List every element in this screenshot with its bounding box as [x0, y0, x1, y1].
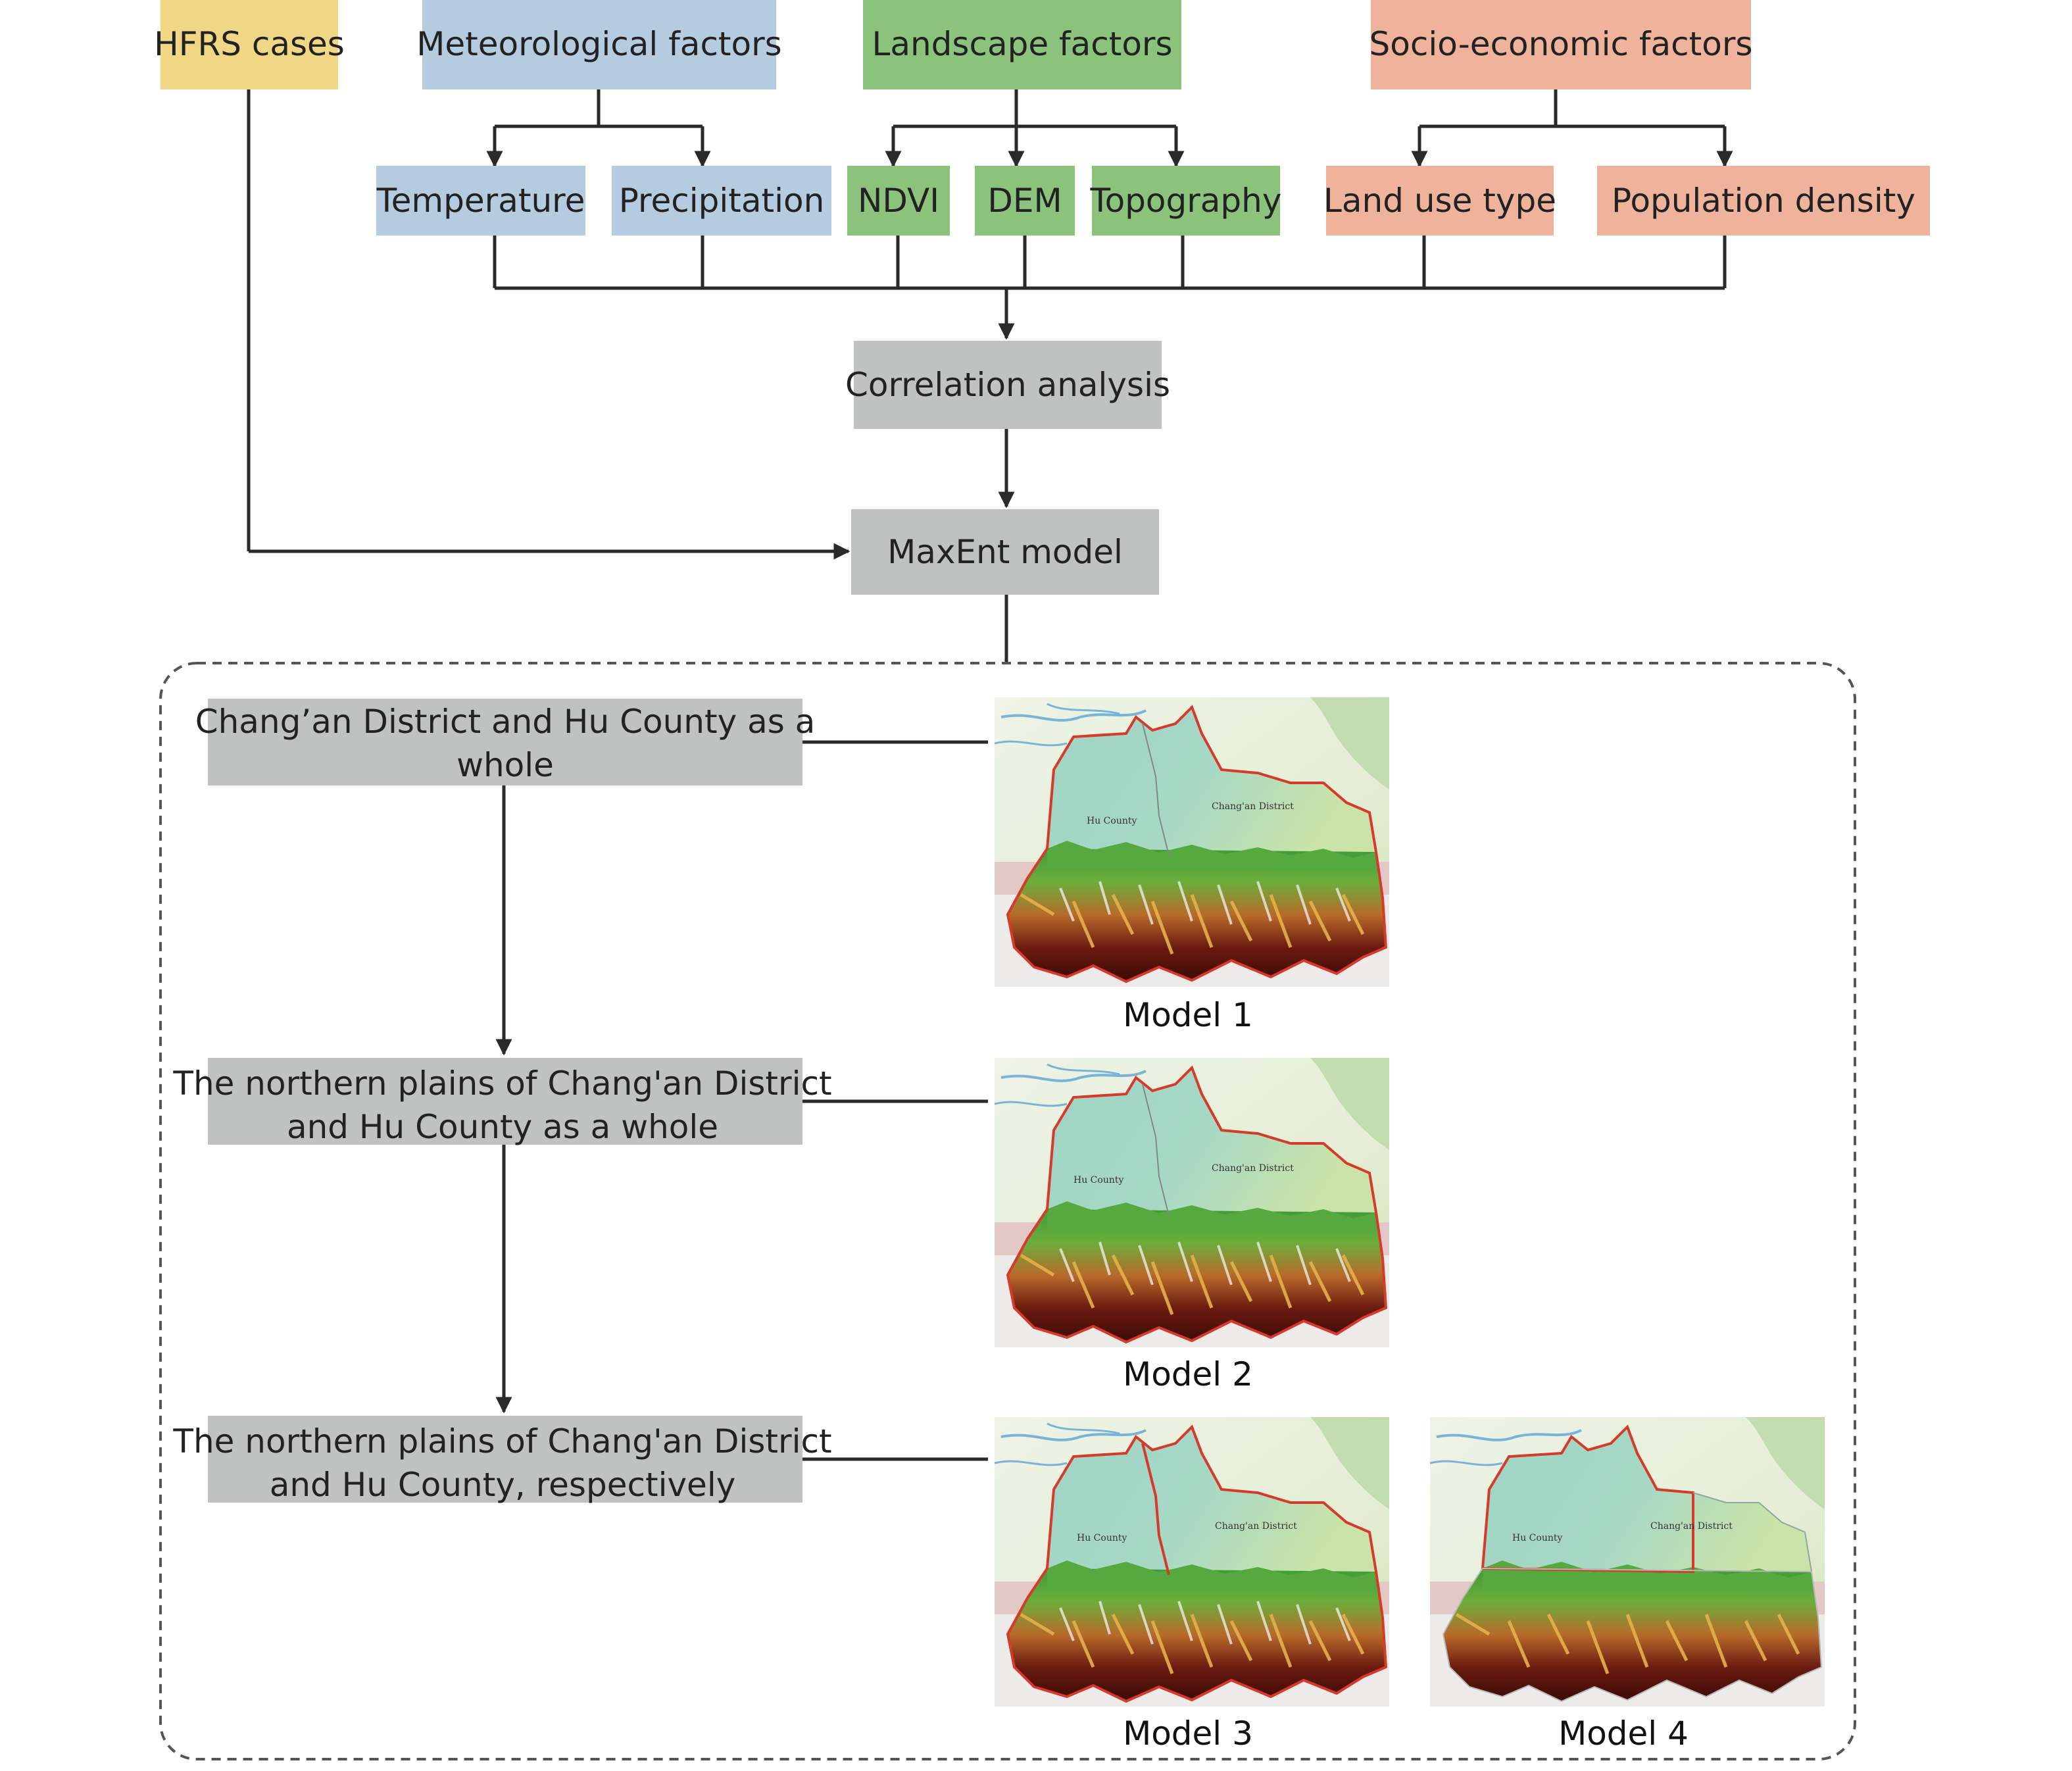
map-label-changan-district: Chang'an District [1215, 1521, 1297, 1532]
land-use-type-box: Land use type [1323, 166, 1556, 236]
scenario-3-line-2: and Hu County, respectively [270, 1466, 736, 1504]
hfrs-cases-label: HFRS cases [154, 25, 345, 63]
model-4-map: Hu County Chang'an District [1430, 1417, 1825, 1707]
correlation-analysis-label: Correlation analysis [845, 366, 1170, 404]
scenario-1-line-1: Chang’an District and Hu County as a [195, 703, 816, 741]
scenario-3-line-1: The northern plains of Chang'an District [172, 1422, 831, 1460]
temperature-box: Temperature [376, 166, 585, 236]
map-label-hu-county: Hu County [1087, 816, 1137, 826]
model-4-label: Model 4 [1558, 1714, 1689, 1753]
meteorological-factors-box: Meteorological factors [416, 0, 782, 89]
model-2-label: Model 2 [1123, 1355, 1253, 1393]
connectors [247, 89, 1733, 1461]
dem-label: DEM [987, 182, 1062, 220]
meteorological-factors-label: Meteorological factors [416, 25, 781, 63]
topography-box: Topography [1090, 166, 1282, 236]
model-3-label: Model 3 [1123, 1714, 1253, 1753]
precipitation-box: Precipitation [612, 166, 831, 236]
map-label-hu-county: Hu County [1512, 1533, 1562, 1543]
scenario-2-line-1: The northern plains of Chang'an District [172, 1064, 831, 1103]
correlation-analysis-box: Correlation analysis [845, 341, 1170, 429]
hfrs-cases-box: HFRS cases [154, 0, 345, 89]
socio-economic-factors-box: Socio-economic factors [1369, 0, 1753, 89]
map-label-changan-district: Chang'an District [1212, 1163, 1294, 1174]
scenario-1-line-2: whole [456, 746, 554, 784]
topography-label: Topography [1090, 182, 1282, 220]
scenario-1-box: Chang’an District and Hu County as a who… [195, 699, 816, 786]
population-density-box: Population density [1597, 166, 1930, 236]
precipitation-label: Precipitation [619, 182, 825, 220]
map-label-hu-county: Hu County [1077, 1533, 1127, 1543]
scenario-2-line-2: and Hu County as a whole [287, 1108, 718, 1146]
landscape-factors-box: Landscape factors [863, 0, 1181, 89]
dem-box: DEM [975, 166, 1075, 236]
model-1-label: Model 1 [1123, 996, 1253, 1034]
maxent-model-label: MaxEnt model [887, 533, 1123, 571]
map-label-hu-county: Hu County [1073, 1175, 1123, 1185]
ndvi-label: NDVI [858, 182, 939, 220]
maxent-model-box: MaxEnt model [851, 509, 1159, 595]
ndvi-box: NDVI [847, 166, 950, 236]
models-region [159, 662, 1856, 1760]
land-use-type-label: Land use type [1323, 182, 1556, 220]
scenario-3-box: The northern plains of Chang'an District… [172, 1416, 832, 1504]
map-label-changan-district: Chang'an District [1650, 1521, 1733, 1532]
map-label-changan-district: Chang'an District [1212, 801, 1294, 812]
model-3-map: Hu County Chang'an District [995, 1417, 1389, 1707]
model-1-map: Hu County Chang'an District [995, 697, 1389, 987]
socio-economic-factors-label: Socio-economic factors [1369, 25, 1753, 63]
temperature-label: Temperature [376, 182, 585, 220]
model-2-map: Hu County Chang'an District [995, 1058, 1389, 1347]
scenario-2-box: The northern plains of Chang'an District… [172, 1058, 832, 1146]
landscape-factors-label: Landscape factors [872, 25, 1172, 63]
population-density-label: Population density [1612, 182, 1915, 220]
